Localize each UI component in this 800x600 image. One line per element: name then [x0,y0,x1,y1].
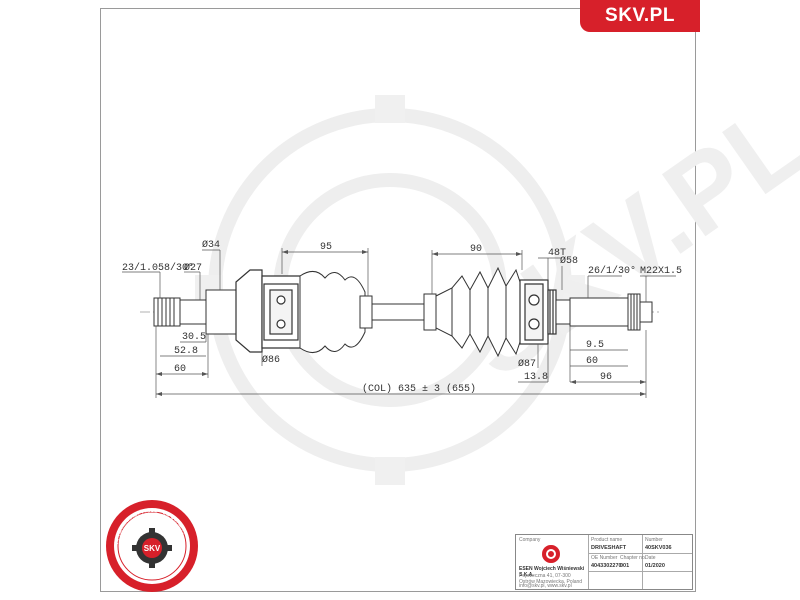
number-label: Number [645,537,663,543]
dim-len-52-8: 52.8 [174,346,198,357]
dim-thread: M22X1.5 [640,266,682,277]
number-value: 40SKV036 [645,545,672,551]
dim-len-96: 96 [600,372,612,383]
dimension-arrows [156,250,646,396]
left-stub-shaft [153,289,237,335]
product-value: DRIVESHAFT [591,545,627,551]
company-address: Poprzeczna 41, 07-300 Ostrów Mazowiecka,… [519,573,583,585]
company-name: ESEN Wojciech Wiśniewski S.K.A. [519,566,585,578]
revision-value: 001 [620,563,630,569]
company-label: Company [519,537,541,543]
dim-dia-87: Ø87 [518,358,536,370]
stamp-gear-icon [132,528,172,568]
right-stub-shaft [555,293,653,331]
inner-cv-joint [519,279,557,345]
outer-cv-joint [235,269,309,353]
dim-len-30-5: 30.5 [182,332,206,343]
dim-spline-left: 23/1.058/30° [122,262,194,274]
stamp-center-text: SKV [144,544,161,553]
left-boot [299,271,373,353]
revision-label: Chapter no. [620,555,647,561]
company-logo-icon [542,545,560,563]
dim-total-length: (COL) 635 ± 3 (655) [362,383,476,395]
product-label: Product name [591,537,623,543]
dim-spline-right: 26/1/30° [588,265,636,277]
title-block: Company ESEN Wojciech Wiśniewski S.K.A. … [515,534,693,590]
quality-stamp: AFTERMARKET PRICE · OE QUALITY SKV AUTO … [106,500,198,592]
dim-len-13-8: 13.8 [524,372,548,383]
oe-label: OE Number [591,555,618,561]
intermediate-shaft [371,293,437,331]
dim-dia-58: Ø58 [560,255,578,267]
date-value: 01/2020 [645,563,665,569]
dim-len-95: 95 [320,242,332,253]
brand-label[interactable]: SKV.PL [580,0,700,32]
dimension-lines [122,248,676,398]
dim-len-60-left: 60 [174,364,186,375]
dim-dia-34: Ø34 [202,239,220,251]
dim-dia-27: Ø27 [184,262,202,274]
dim-len-60-right: 60 [586,356,598,367]
dim-len-90: 90 [470,244,482,255]
date-label: Date [645,555,656,561]
dim-len-9-5: 9.5 [586,340,604,351]
dim-dia-86: Ø86 [262,354,280,366]
dim-teeth: 48T [548,248,566,259]
oe-value: 4043302270 [591,563,622,569]
drawing-frame [100,8,696,592]
company-contact[interactable]: info@skv.pl, www.skv.pl [519,583,572,589]
